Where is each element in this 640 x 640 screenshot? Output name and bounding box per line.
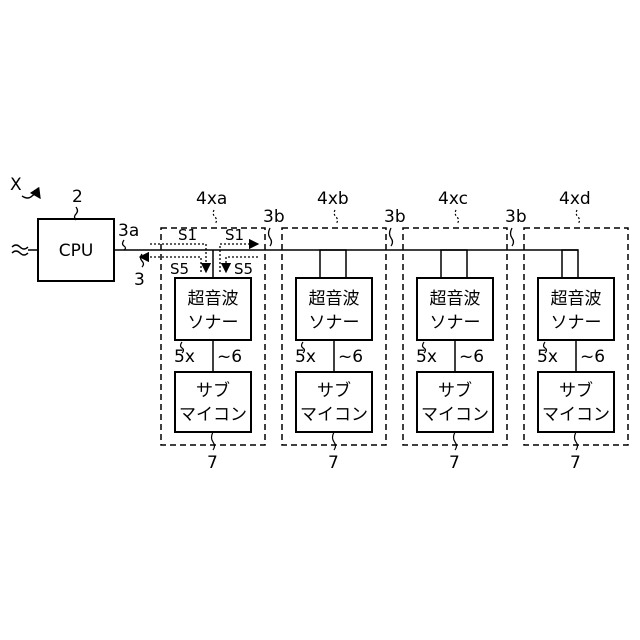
link-ref: ~6 <box>580 347 605 367</box>
branch-ref: 3b <box>384 207 406 227</box>
sonar-label-1: 超音波 <box>430 289 481 309</box>
sonar-label-2: ソナー <box>551 313 602 333</box>
module-4xa: 4xa 超音波 ソナー 5x ~6 サブ マイコン 7 <box>161 189 265 473</box>
micro-ref: 7 <box>328 453 339 473</box>
module-ref: 4xb <box>317 189 349 209</box>
micro-label-1: サブ <box>559 380 593 401</box>
cpu-label: CPU <box>59 241 94 261</box>
branch-ref: 3b <box>505 207 527 227</box>
module-ref-leader <box>455 210 458 224</box>
signal-arrows: S1 S1 S5 S5 <box>140 226 258 278</box>
sonar-ref: 5x <box>537 347 558 367</box>
micro-ref-leader <box>454 432 457 450</box>
sonar-label-2: ソナー <box>309 313 360 333</box>
micro-ref-leader <box>212 432 215 450</box>
sonar-label-2: ソナー <box>188 313 239 333</box>
branch-leader <box>511 228 514 246</box>
micro-label-1: サブ <box>196 380 230 401</box>
link-ref: ~6 <box>459 347 484 367</box>
bus-drop <box>320 250 346 278</box>
module-ref-leader <box>334 210 337 224</box>
figure-label: X <box>10 175 22 195</box>
micro-ref: 7 <box>449 453 460 473</box>
link-ref: ~6 <box>338 347 363 367</box>
module-4xd: 4xd 超音波 ソナー 5x ~6 サブ マイコン 7 <box>524 189 628 473</box>
link-ref: ~6 <box>217 347 242 367</box>
micro-ref-leader <box>333 432 336 450</box>
micro-ref: 7 <box>570 453 581 473</box>
module-ref-leader <box>576 210 579 224</box>
bus-line-ref: 3 <box>134 270 145 290</box>
s1-label: S1 <box>178 226 197 244</box>
sonar-label-1: 超音波 <box>551 289 602 309</box>
branch-ref: 3b <box>263 207 285 227</box>
s1-label: S1 <box>225 226 244 244</box>
module-ref: 4xa <box>196 189 227 209</box>
micro-ref: 7 <box>207 453 218 473</box>
sonar-ref: 5x <box>416 347 437 367</box>
s5-label: S5 <box>170 260 189 278</box>
micro-label-2: マイコン <box>300 405 368 425</box>
branch-leader <box>390 228 393 246</box>
figure-pointer <box>22 194 40 198</box>
sonar-ref: 5x <box>174 347 195 367</box>
sonar-label-2: ソナー <box>430 313 481 333</box>
bus-line-leader <box>141 254 144 267</box>
branch-refs: 3b 3b 3b <box>263 207 527 246</box>
micro-label-2: マイコン <box>421 405 489 425</box>
micro-label-1: サブ <box>317 380 351 401</box>
micro-ref-leader <box>575 432 578 450</box>
branch-leader <box>269 228 272 246</box>
cpu-port-ref: 3a <box>118 221 139 241</box>
module-ref: 4xc <box>438 189 468 209</box>
micro-label-2: マイコン <box>542 405 610 425</box>
module-4xb: 4xb 超音波 ソナー 5x ~6 サブ マイコン 7 <box>282 189 386 473</box>
sonar-label-1: 超音波 <box>309 289 360 309</box>
cpu-block: CPU 2 <box>38 187 114 281</box>
cpu-ref: 2 <box>72 187 83 207</box>
sonar-label-1: 超音波 <box>188 289 239 309</box>
module-ref-leader <box>213 210 216 224</box>
sonar-ref: 5x <box>295 347 316 367</box>
module-ref: 4xd <box>559 189 591 209</box>
input-wave-icon <box>12 245 28 255</box>
micro-label-2: マイコン <box>179 405 247 425</box>
cpu-port-leader <box>123 240 126 250</box>
bus-drop <box>562 250 578 278</box>
micro-label-1: サブ <box>438 380 472 401</box>
module-4xc: 4xc 超音波 ソナー 5x ~6 サブ マイコン 7 <box>403 189 507 473</box>
bus-drop <box>441 250 467 278</box>
s5-label: S5 <box>234 260 253 278</box>
